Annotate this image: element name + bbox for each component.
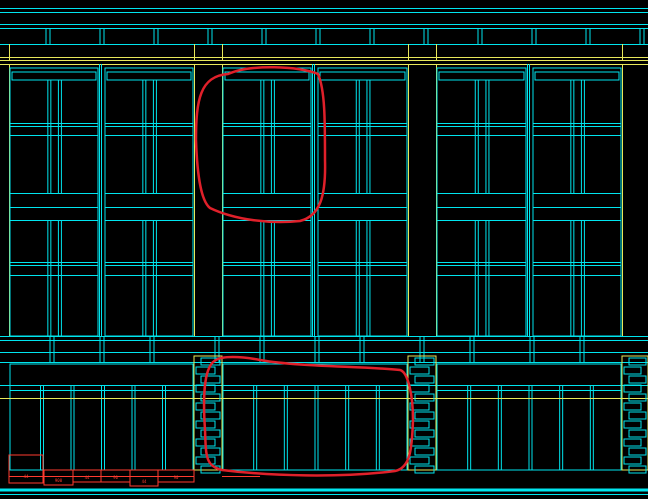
dimension-label: 900 <box>55 478 63 483</box>
window-head <box>224 71 310 81</box>
brick-course <box>628 447 647 456</box>
pilaster-outline <box>407 355 437 471</box>
brick-course <box>623 420 642 429</box>
floor-band <box>0 336 648 363</box>
dimension-label: 90 <box>113 475 118 480</box>
window-head <box>438 71 525 81</box>
brick-course <box>414 429 435 438</box>
brick-course <box>628 411 647 420</box>
brick-course <box>414 393 435 402</box>
dimension-label: 44 <box>85 475 90 480</box>
brick-course <box>628 465 647 474</box>
markup-circle-storefront <box>202 355 415 477</box>
brick-course <box>409 366 430 375</box>
brick-course <box>195 402 216 411</box>
cornice-bands <box>0 8 648 65</box>
brick-course <box>414 447 435 456</box>
pilaster-outline <box>621 355 648 471</box>
window-head <box>106 71 192 81</box>
markup-circle-upper-window <box>194 66 327 224</box>
brick-course <box>628 393 647 402</box>
brick-course <box>414 411 435 420</box>
brick-course <box>623 438 642 447</box>
brick-course <box>414 357 435 366</box>
brick-course <box>200 393 221 402</box>
brick-course <box>623 384 642 393</box>
brick-course <box>195 456 216 465</box>
brick-course <box>409 456 430 465</box>
brick-course <box>628 375 647 384</box>
ground-line <box>0 488 648 495</box>
brick-course <box>623 402 642 411</box>
brick-course <box>195 366 216 375</box>
pilaster-outline <box>193 355 223 471</box>
dimension-label: 90 <box>174 475 179 480</box>
brick-course <box>200 447 221 456</box>
brick-course <box>414 375 435 384</box>
brick-course <box>623 456 642 465</box>
brick-course <box>628 357 647 366</box>
window-head <box>534 71 620 81</box>
brick-course <box>409 438 430 447</box>
window-head <box>11 71 97 81</box>
brick-course <box>628 429 647 438</box>
brick-course <box>200 375 221 384</box>
brick-course <box>623 366 642 375</box>
brick-course <box>409 420 430 429</box>
brick-course <box>409 402 430 411</box>
storefront-windows <box>0 363 648 471</box>
dimension-label: 44 <box>142 479 147 484</box>
dimension-box <box>8 454 44 484</box>
brick-course <box>200 411 221 420</box>
brick-course <box>414 465 435 474</box>
brick-course <box>200 429 221 438</box>
